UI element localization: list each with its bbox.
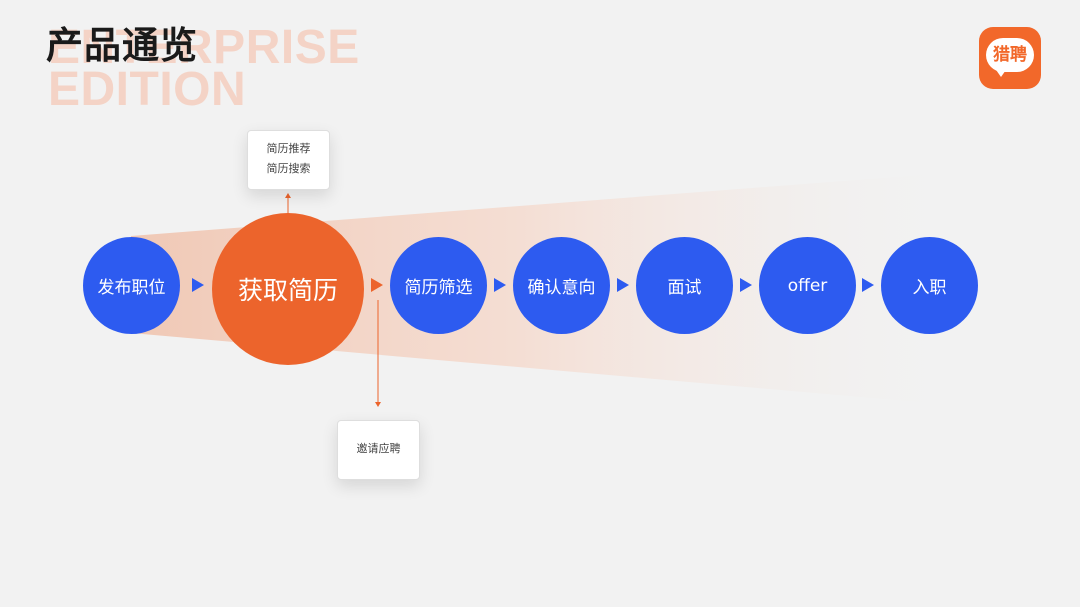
connector-down-head (375, 402, 381, 407)
speech-bubble-icon (986, 38, 1034, 72)
step-get-resumes: 获取简历 (212, 213, 364, 365)
flow-arrow (862, 278, 874, 292)
speech-bubble-tail (994, 67, 1008, 77)
watermark-line-2: EDITION (48, 63, 247, 116)
flow-arrow (494, 278, 506, 292)
callout-item: 简历搜索 (266, 162, 311, 175)
flow-arrow (192, 278, 204, 292)
step-offer: offer (759, 237, 856, 334)
step-onboard: 入职 (881, 237, 978, 334)
flow-arrow (740, 278, 752, 292)
callout-item: 邀请应聘 (356, 442, 401, 455)
callout-resume-sources: 简历推荐 简历搜索 (247, 130, 330, 190)
connector-up-head (285, 193, 291, 198)
logo-text: 猎聘 (993, 45, 1027, 65)
callout-invite-apply: 邀请应聘 (337, 420, 420, 480)
watermark-line-1: ENTERPRISE (48, 21, 360, 74)
step-interview: 面试 (636, 237, 733, 334)
liepin-logo: 猎聘 (979, 27, 1041, 89)
page-title: 产品通览 (46, 24, 198, 67)
callout-item: 简历推荐 (266, 142, 311, 155)
flow-arrow (371, 278, 383, 292)
step-screen-resumes: 简历筛选 (390, 237, 487, 334)
step-publish-job: 发布职位 (83, 237, 180, 334)
step-confirm-intent: 确认意向 (513, 237, 610, 334)
flow-arrow (617, 278, 629, 292)
